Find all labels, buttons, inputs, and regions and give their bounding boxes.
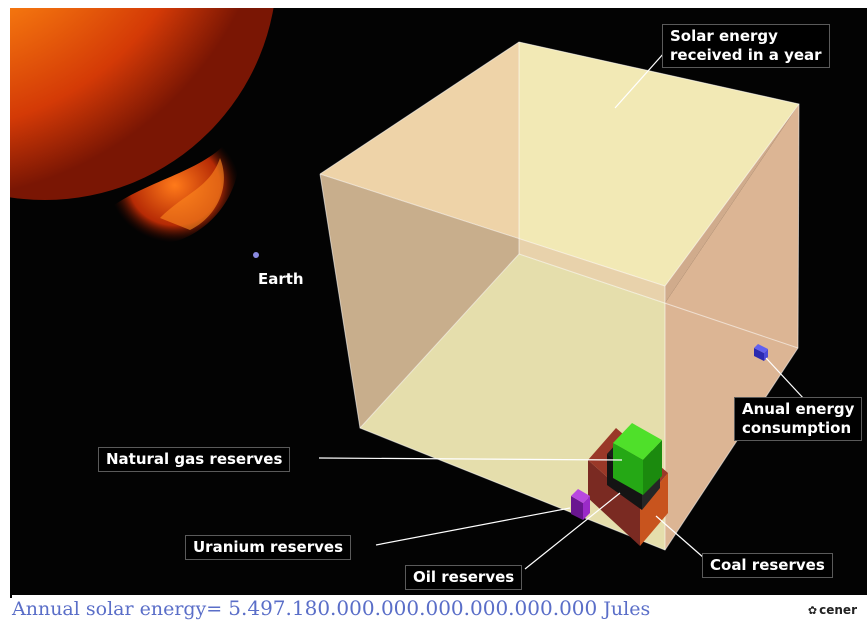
solar-energy-cube bbox=[319, 41, 800, 551]
sun-image bbox=[10, 8, 274, 243]
energy-cube-illustration bbox=[10, 8, 806, 570]
annual-consumption-cube bbox=[754, 344, 768, 361]
label-earth: Earth bbox=[258, 270, 304, 288]
cener-brand-text: cener bbox=[819, 603, 857, 617]
label-annual-consumption: Anual energy consumption bbox=[734, 397, 863, 441]
solar-year-line1: Solar energy bbox=[670, 27, 778, 45]
formula-prefix: Annual solar energy= bbox=[12, 598, 223, 620]
annual-solar-energy-formula: Annual solar energy= 5.497.180.000.000.0… bbox=[12, 596, 650, 620]
solar-year-line2: received in a year bbox=[670, 46, 822, 64]
uranium-reserves-cube bbox=[571, 489, 590, 520]
label-coal-reserves: Coal reserves bbox=[702, 553, 833, 578]
annual-consumption-line1: Anual energy bbox=[742, 400, 855, 418]
formula-value: 5.497.180.000.000.000.000.000.000 bbox=[228, 596, 598, 620]
label-oil-reserves: Oil reserves bbox=[405, 565, 523, 590]
annual-consumption-line2: consumption bbox=[742, 419, 852, 437]
leader-lines bbox=[318, 52, 806, 570]
diagram-panel: Solar energy received in a year Earth An… bbox=[10, 8, 867, 598]
label-uranium-reserves: Uranium reserves bbox=[185, 535, 351, 560]
footer-bar: Annual solar energy= 5.497.180.000.000.0… bbox=[12, 595, 867, 623]
cener-logo: ✿cener bbox=[808, 603, 857, 617]
natural-gas-reserves-cube bbox=[613, 423, 662, 495]
label-solar-energy-year: Solar energy received in a year bbox=[662, 24, 830, 68]
formula-unit: Jules bbox=[603, 598, 651, 620]
cener-logo-icon: ✿ bbox=[807, 604, 818, 617]
label-natural-gas-reserves: Natural gas reserves bbox=[98, 447, 291, 472]
earth-dot bbox=[253, 252, 259, 258]
